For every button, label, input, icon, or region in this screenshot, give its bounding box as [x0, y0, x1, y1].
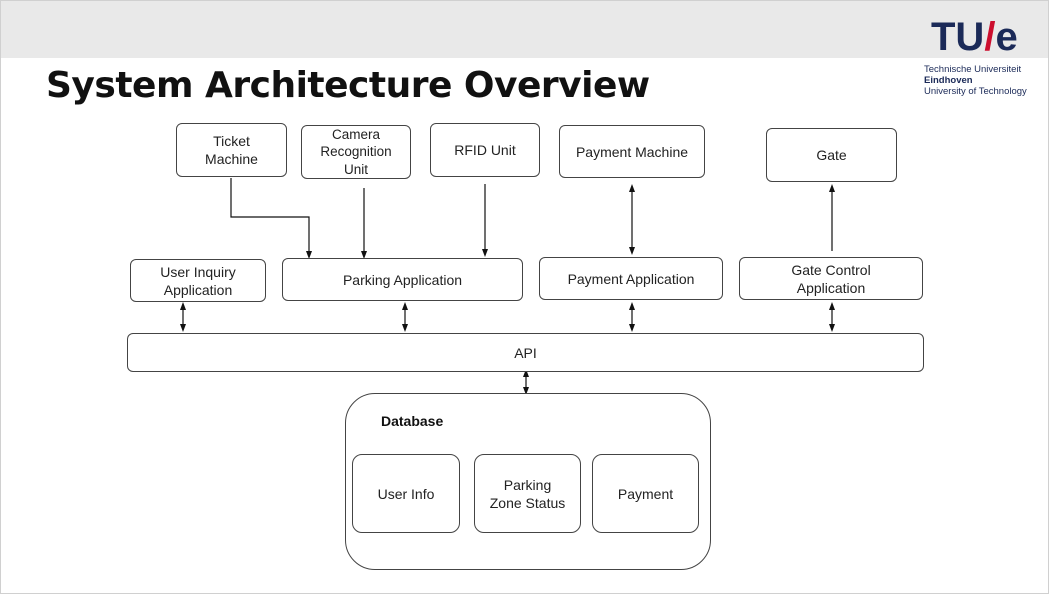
logo-e: e: [995, 15, 1018, 59]
parking-application-box: Parking Application: [282, 258, 523, 301]
header-bar: [1, 1, 1048, 58]
ticket-machine-box: Ticket Machine: [176, 123, 287, 177]
rfid-unit-box: RFID Unit: [430, 123, 540, 177]
logo-line-1: Technische Universiteit: [924, 64, 1022, 75]
logo-line-3: University of Technology: [924, 86, 1027, 97]
logo-line-2: Eindhoven: [924, 75, 973, 86]
user-info-table: User Info: [352, 454, 460, 533]
logo-mark: TU/e: [931, 15, 1018, 60]
gate-control-application-box: Gate Control Application: [739, 257, 923, 300]
logo-slash: /: [984, 15, 996, 59]
database-title: Database: [381, 413, 444, 429]
gate-box: Gate: [766, 128, 897, 182]
payment-table: Payment: [592, 454, 699, 533]
payment-machine-box: Payment Machine: [559, 125, 705, 178]
camera-recognition-unit-box: Camera Recognition Unit: [301, 125, 411, 179]
user-inquiry-application-box: User Inquiry Application: [130, 259, 266, 302]
tue-logo: TU/e Technische Universiteit Eindhoven U…: [921, 15, 1046, 100]
arrow-ticket-to-parking: [230, 178, 312, 259]
slide-title: System Architecture Overview: [46, 65, 650, 106]
parking-zone-status-table: Parking Zone Status: [474, 454, 581, 533]
logo-tu: TU: [931, 15, 985, 59]
payment-application-box: Payment Application: [539, 257, 723, 300]
api-bar: API: [127, 333, 924, 372]
